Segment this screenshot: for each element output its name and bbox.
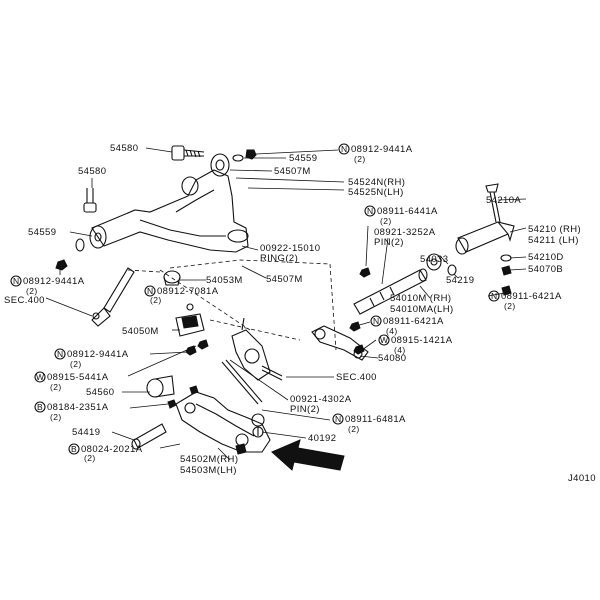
- symbol-w: W: [380, 335, 388, 345]
- label-08912-9441A-top: 08912-9441A: [351, 144, 413, 155]
- symbol-n: N: [57, 349, 64, 359]
- label-54070B: 54070B: [528, 264, 563, 275]
- bolt-54580-left: [83, 188, 97, 213]
- symbol-n: N: [335, 414, 342, 424]
- label-54050M: 54050M: [122, 326, 159, 337]
- bolt-54580-top: [171, 145, 205, 161]
- label-54080: 54080: [378, 353, 406, 364]
- label-40192: 40192: [308, 433, 336, 444]
- small-nuts-mid: [185, 267, 371, 356]
- mount-54050M: [175, 303, 205, 337]
- label-08921-pin: PIN(2): [374, 237, 404, 248]
- qty-08912-9441A-top: (2): [354, 154, 366, 164]
- link-arm-54080: [311, 325, 369, 361]
- steering-knuckle: [231, 317, 283, 381]
- label-08912-9441A-low: 08912-9441A: [67, 349, 129, 360]
- label-08912-7081A: 08912-7081A: [157, 286, 219, 297]
- label-54419: 54419: [72, 427, 100, 438]
- label-54559-left: 54559: [28, 227, 56, 238]
- label-54580-left: 54580: [78, 166, 106, 177]
- qty-08024-2021A: (2): [84, 453, 96, 463]
- diagram-code: J4010: [568, 473, 596, 484]
- label-08915-5441A: 08915-5441A: [47, 372, 109, 383]
- label-08911-6421A-right: 08911-6421A: [501, 291, 562, 302]
- label-08915-1421A: 08915-1421A: [391, 335, 453, 346]
- label-54580-top: 54580: [110, 143, 138, 154]
- symbol-w: W: [36, 372, 44, 382]
- tension-rod-54010M: [353, 268, 428, 315]
- bushing-54033: [426, 253, 457, 276]
- symbol-b: B: [71, 444, 77, 454]
- qty-08911-6421A-mid: (4): [386, 326, 398, 336]
- qty-08915-5441A: (2): [50, 382, 62, 392]
- label-54211: 54211 (LH): [528, 235, 579, 246]
- symbol-n: N: [491, 291, 498, 301]
- label-54559-top: 54559: [289, 153, 317, 164]
- label-08911-6441A: 08911-6441A: [377, 206, 438, 217]
- label-54219: 54219: [446, 275, 474, 286]
- guide-lines: [127, 259, 337, 351]
- pin-stud: [221, 359, 263, 405]
- label-54502M: 54502M(RH): [180, 454, 238, 465]
- label-00922-ring: RING(2): [260, 253, 298, 264]
- label-54560: 54560: [86, 387, 114, 398]
- symbol-n: N: [341, 144, 348, 154]
- label-54507M-mid: 54507M: [266, 274, 303, 285]
- lower-control-arm: [175, 385, 271, 455]
- label-08024-2021A: 08024-2021A: [81, 444, 143, 455]
- symbol-n: N: [367, 206, 374, 216]
- symbol-n: N: [373, 316, 380, 326]
- small-parts-right: [500, 254, 512, 296]
- label-54033: 54033: [420, 254, 448, 265]
- upper-control-arm: [89, 169, 249, 253]
- stabilizer-link-left: [91, 267, 135, 327]
- label-54503M: 54503M(LH): [180, 465, 237, 476]
- label-54010MA: 54010MA(LH): [390, 304, 454, 315]
- label-08911-6421A-mid: 08911-6421A: [383, 316, 444, 327]
- qty-08912-9441A-low: (2): [70, 359, 82, 369]
- label-00921-4302A: 00921-4302A: [290, 394, 352, 405]
- leader-lines: [45, 147, 527, 461]
- symbol-n: N: [147, 286, 154, 296]
- label-sec400-left: SEC.400: [4, 295, 45, 306]
- label-sec400-mid: SEC.400: [336, 372, 377, 383]
- bushing-54559-top: [210, 149, 257, 177]
- label-08912-9441A-left: 08912-9441A: [23, 276, 85, 287]
- qty-08912-9441A-left: (2): [26, 286, 38, 296]
- qty-08911-6441A: (2): [380, 216, 392, 226]
- symbol-n: N: [13, 276, 20, 286]
- label-54210D: 54210D: [528, 252, 564, 263]
- label-54053M: 54053M: [206, 275, 243, 286]
- shock-absorber-54210: [455, 183, 515, 255]
- label-08911-6481A: 08911-6481A: [345, 414, 406, 425]
- label-54507M-top: 54507M: [274, 166, 311, 177]
- label-54210: 54210 (RH): [528, 224, 581, 235]
- label-54210A: 54210A: [486, 195, 521, 206]
- label-08921-3252A: 08921-3252A: [374, 227, 436, 238]
- qty-08912-7081A: (2): [150, 295, 162, 305]
- bushing-54560: [146, 375, 177, 409]
- bushing-54559-left: [55, 238, 85, 271]
- label-00921-pin: PIN(2): [290, 404, 320, 415]
- label-08184-2351A: 08184-2351A: [47, 402, 109, 413]
- bolt-54419: [131, 423, 167, 450]
- label-54524N: 54524N(RH): [348, 177, 405, 188]
- ball-joint-40192: [251, 413, 265, 436]
- qty-08911-6421A-right: (2): [504, 301, 516, 311]
- qty-08911-6481A: (2): [348, 424, 360, 434]
- qty-08184-2351A: (2): [50, 412, 62, 422]
- label-00922-15010: 00922-15010: [260, 243, 320, 254]
- part-labels: 54580 N 08912-9441A (2) 54559 54507M 545…: [4, 143, 596, 484]
- label-54010M: 54010M (RH): [390, 293, 451, 304]
- qty-08915-1421A: (4): [394, 345, 406, 355]
- label-54525N: 54525N(LH): [348, 187, 404, 198]
- indicator-arrow: [271, 439, 345, 471]
- bump-stopper-54053M: [163, 270, 181, 286]
- symbol-b: B: [37, 402, 43, 412]
